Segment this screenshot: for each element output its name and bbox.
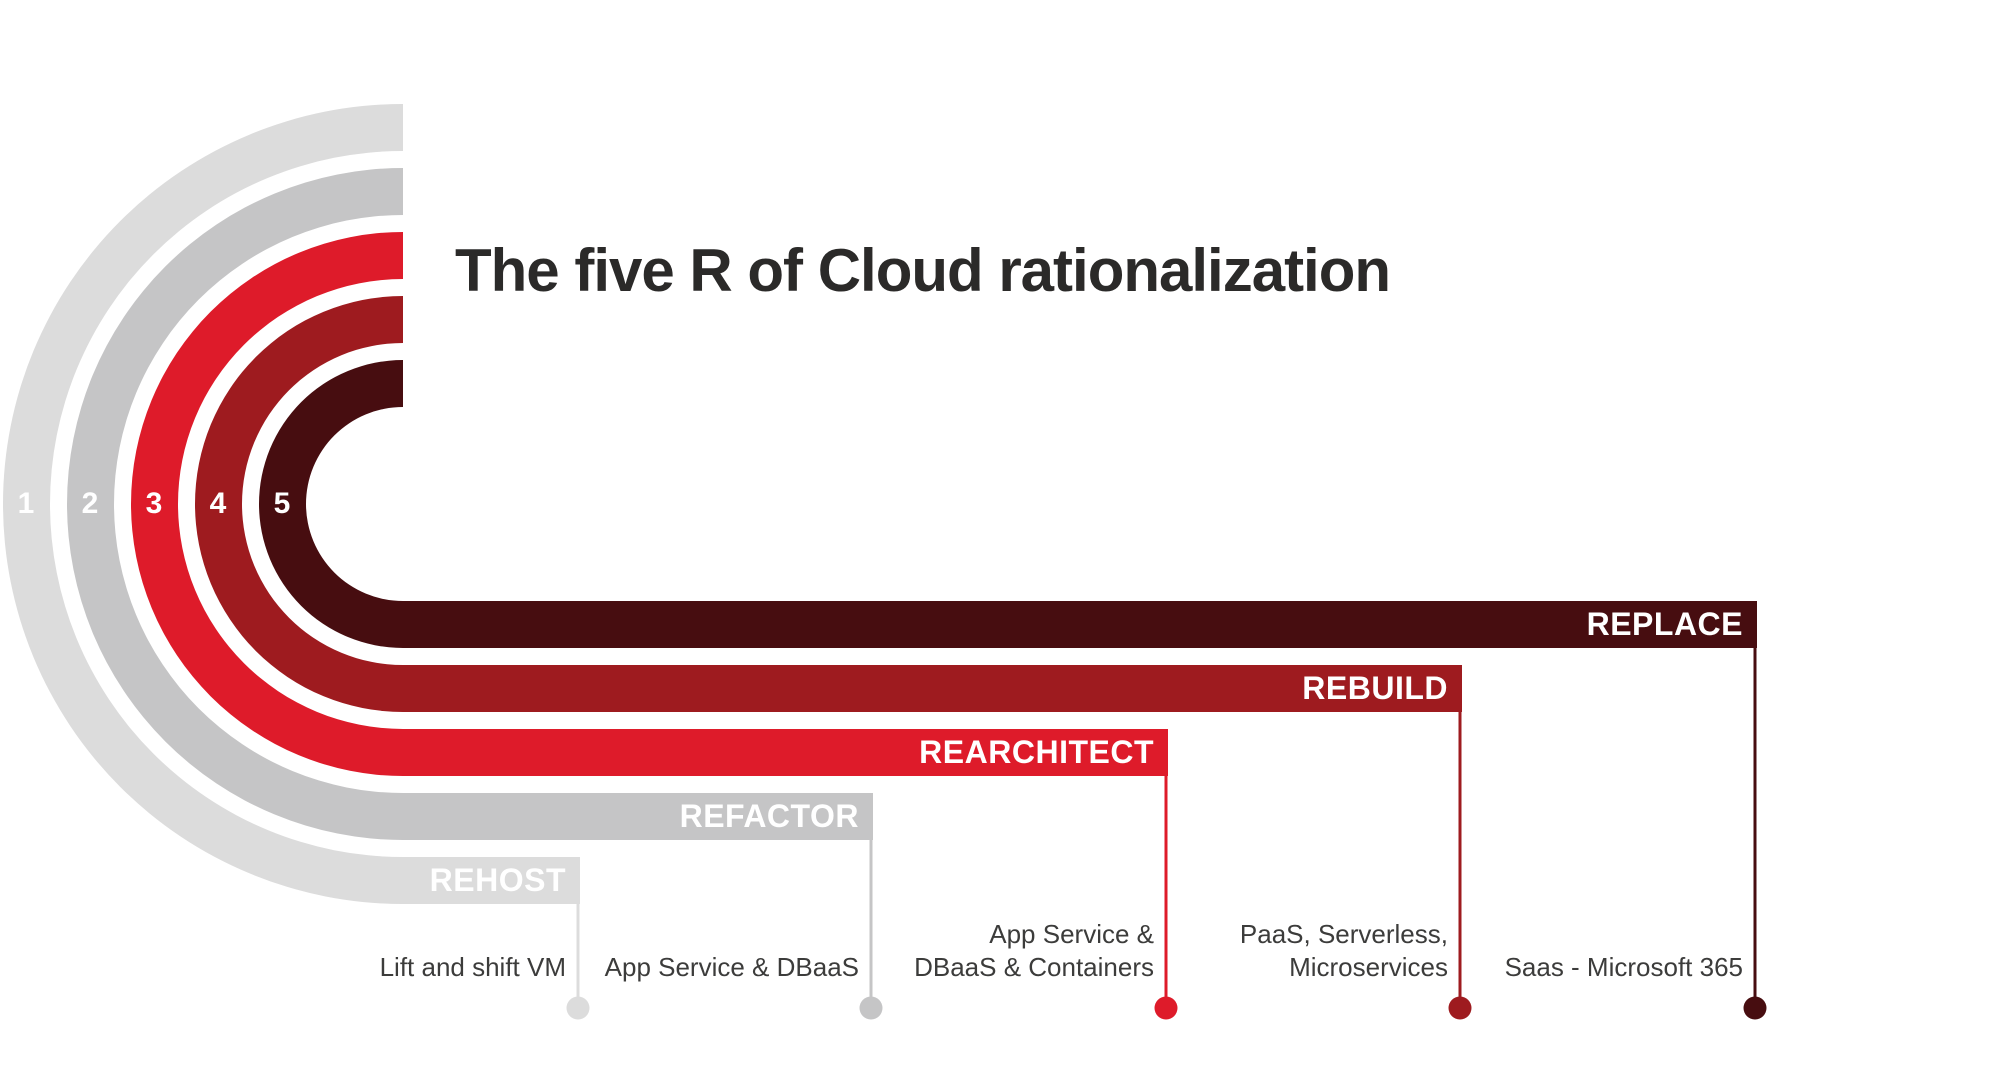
stage-number-5: 5 xyxy=(273,487,291,520)
connector-line-rebuild xyxy=(1458,712,1462,1008)
end-dot-rehost xyxy=(566,996,590,1020)
stage-description-rehost: Lift and shift VM xyxy=(379,952,566,982)
connector-line-rearchitect xyxy=(1164,776,1168,1008)
bar-label-replace: REPLACE xyxy=(1586,606,1743,642)
page-title: The five R of Cloud rationalization xyxy=(455,237,1391,304)
stage-description-refactor: App Service & DBaaS xyxy=(604,952,859,982)
connector-line-replace xyxy=(1753,648,1757,1008)
bar-label-rebuild: REBUILD xyxy=(1302,670,1448,706)
bar-label-rehost: REHOST xyxy=(429,862,566,898)
ring-arc-rebuild xyxy=(195,296,1462,712)
stage-number-2: 2 xyxy=(81,487,99,520)
bar-label-refactor: REFACTOR xyxy=(679,798,859,834)
stage-description-replace: Saas - Microsoft 365 xyxy=(1504,952,1743,982)
end-dot-refactor xyxy=(859,996,883,1020)
connector-line-rehost xyxy=(576,904,580,1008)
bar-label-rearchitect: REARCHITECT xyxy=(919,734,1154,770)
stage-number-1: 1 xyxy=(17,487,35,520)
end-dot-replace xyxy=(1743,996,1767,1020)
end-dot-rebuild xyxy=(1448,996,1472,1020)
stage-number-4: 4 xyxy=(209,487,227,520)
stage-number-3: 3 xyxy=(145,487,163,520)
stage-description-rebuild: PaaS, Serverless, Microservices xyxy=(1239,919,1448,982)
ring-arc-replace xyxy=(259,360,1757,648)
connector-line-refactor xyxy=(869,840,873,1008)
end-dot-rearchitect xyxy=(1154,996,1178,1020)
stage-description-rearchitect: App Service & DBaaS & Containers xyxy=(914,919,1154,982)
